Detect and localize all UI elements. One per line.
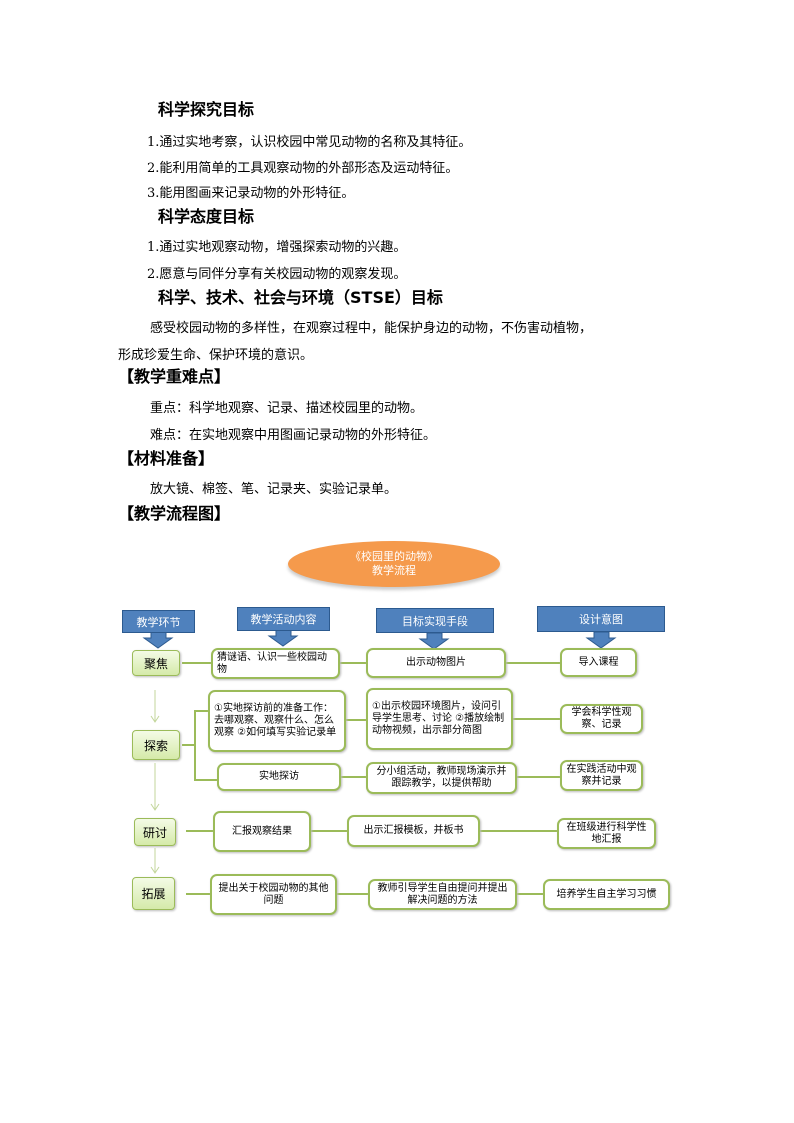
intent-box: 在实践活动中观察并记录 bbox=[560, 760, 643, 791]
flowchart-title: 《校园里的动物》 bbox=[350, 550, 438, 563]
activity-box: ①实地探访前的准备工作：去哪观察、观察什么、怎么观察 ②如何填写实验记录单 bbox=[208, 690, 346, 752]
inquiry-item: 2.能利用简单的工具观察动物的外部形态及运动特征。 bbox=[147, 161, 459, 176]
stse-text: 感受校园动物的多样性，在观察过程中，能保护身边的动物，不伤害动植物， bbox=[150, 321, 593, 336]
stage-discuss: 研讨 bbox=[134, 818, 176, 846]
header-intent: 设计意图 bbox=[537, 606, 665, 632]
flowchart-title-ellipse: 《校园里的动物》 教学流程 bbox=[288, 541, 500, 587]
means-box: 教师引导学生自由提问并提出解决问题的方法 bbox=[368, 879, 517, 910]
materials-title: 【材料准备】 bbox=[118, 449, 215, 468]
activity-box: 猜谜语、认识一些校园动物 bbox=[211, 648, 340, 679]
stage-extend: 拓展 bbox=[132, 877, 175, 910]
keypoints-title: 【教学重难点】 bbox=[118, 367, 231, 386]
activity-box: 提出关于校园动物的其他问题 bbox=[210, 874, 337, 915]
inquiry-title: 科学探究目标 bbox=[158, 100, 255, 119]
key-point: 重点：科学地观察、记录、描述校园里的动物。 bbox=[150, 401, 424, 416]
intent-box: 学会科学性观察、记录 bbox=[560, 704, 643, 734]
stage-explore: 探索 bbox=[132, 730, 180, 760]
stse-title: 科学、技术、社会与环境（STSE）目标 bbox=[158, 288, 443, 307]
means-box: 分小组活动，教师现场演示并跟踪教学，以提供帮助 bbox=[366, 762, 517, 794]
means-box: 出示动物图片 bbox=[366, 648, 506, 678]
means-box: 出示汇报模板，并板书 bbox=[347, 815, 480, 847]
activity-box: 实地探访 bbox=[217, 763, 341, 791]
stse-text: 形成珍爱生命、保护环境的意识。 bbox=[118, 348, 314, 363]
inquiry-item: 1.通过实地考察，认识校园中常见动物的名称及其特征。 bbox=[147, 135, 472, 150]
attitude-item: 1.通过实地观察动物，增强探索动物的兴趣。 bbox=[147, 240, 407, 255]
intent-box: 培养学生自主学习习惯 bbox=[543, 879, 670, 910]
header-stage: 教学环节 bbox=[122, 610, 195, 633]
header-means: 目标实现手段 bbox=[376, 608, 494, 633]
attitude-title: 科学态度目标 bbox=[158, 207, 255, 226]
stage-focus: 聚焦 bbox=[132, 650, 180, 676]
intent-box: 在班级进行科学性地汇报 bbox=[557, 818, 656, 849]
flow-title: 【教学流程图】 bbox=[118, 504, 231, 523]
intent-box: 导入课程 bbox=[560, 648, 637, 677]
attitude-item: 2.愿意与同伴分享有关校园动物的观察发现。 bbox=[147, 267, 407, 282]
activity-box: 汇报观察结果 bbox=[213, 811, 311, 852]
difficult-point: 难点：在实地观察中用图画记录动物的外形特征。 bbox=[150, 428, 437, 443]
flowchart-subtitle: 教学流程 bbox=[372, 564, 416, 577]
means-box: ①出示校园环境图片，设问引导学生思考、讨论 ②播放绘制动物视频，出示部分简图 bbox=[366, 688, 513, 750]
header-activity: 教学活动内容 bbox=[237, 607, 330, 631]
materials-text: 放大镜、棉签、笔、记录夹、实验记录单。 bbox=[150, 482, 398, 497]
inquiry-item: 3.能用图画来记录动物的外形特征。 bbox=[147, 186, 355, 201]
